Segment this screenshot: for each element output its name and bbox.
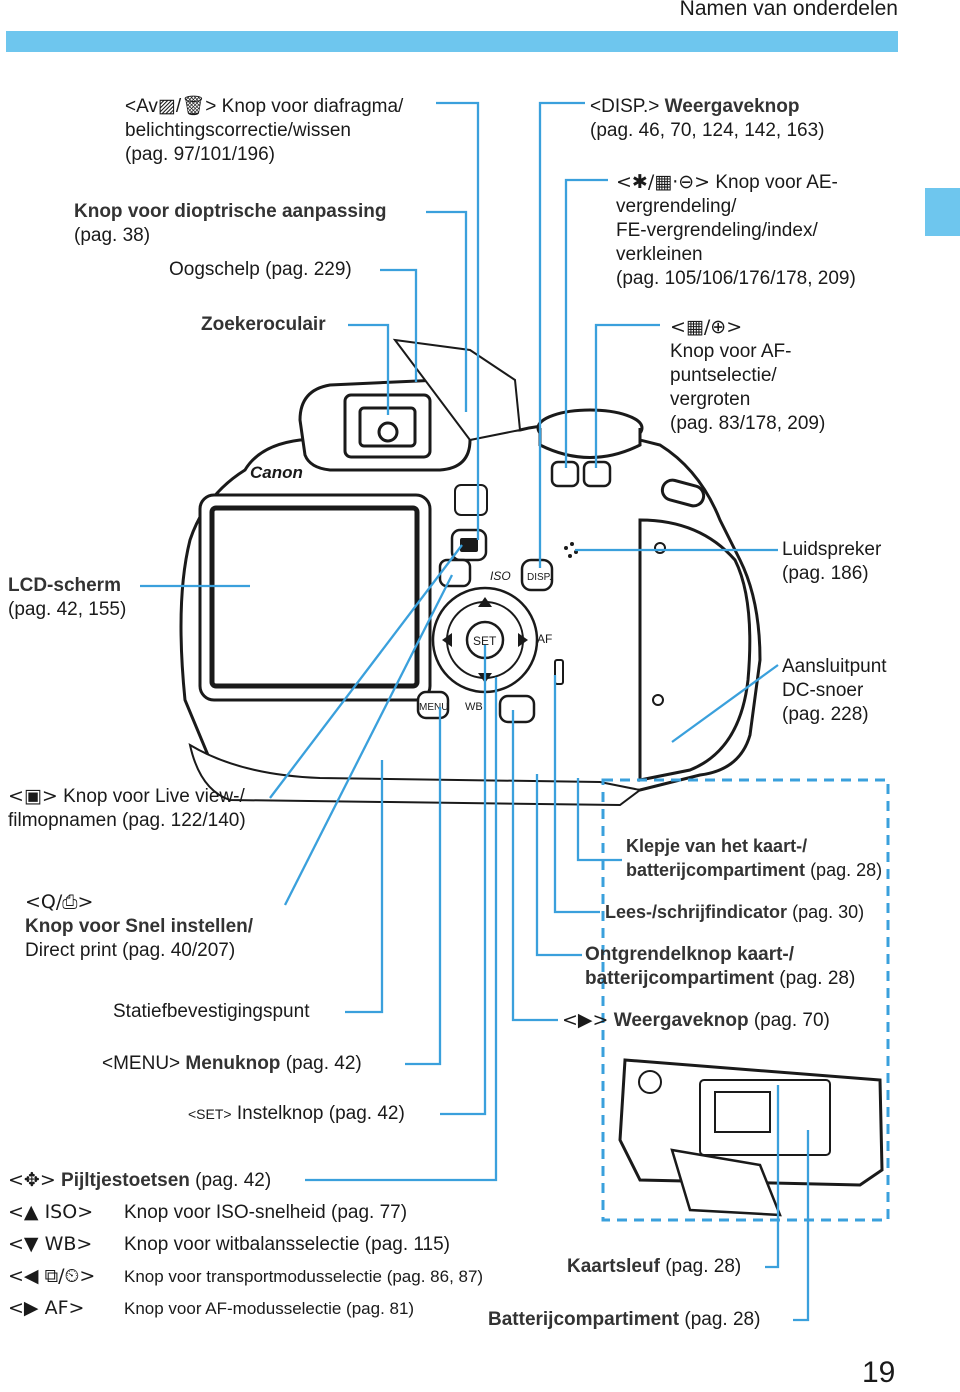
camera-btn-disp: DISP.	[527, 572, 552, 583]
camera-body	[179, 338, 762, 807]
av-exposure-icon: <Av▨/🗑>	[125, 96, 217, 117]
cross-key-row: <▼ WB>Knop voor witbalansselectie (pag. …	[8, 1233, 451, 1255]
cross-key-row: <◀ ⧉/⏲>Knop voor transportmodusselectie …	[8, 1265, 484, 1287]
label-speaker: Luidspreker (pag. 186)	[782, 539, 882, 584]
af-point-icon: <▦/⊕>	[670, 316, 743, 338]
camera-btn-set: SET	[473, 634, 497, 648]
label-live-view: <▣> Knop voor Live view-/ filmopnamen (p…	[8, 785, 246, 831]
cross-keys-icon: <✥>	[8, 1169, 56, 1191]
page-header-title: Namen van onderdelen	[679, 0, 898, 20]
menu-icon: <MENU>	[102, 1053, 181, 1074]
wb-key-icon: <▼ WB>	[8, 1233, 93, 1255]
drive-key-icon: <◀ ⧉/⏲>	[8, 1265, 96, 1287]
label-diopter: Knop voor dioptrische aanpassing (pag. 3…	[74, 201, 387, 246]
label-card-cover: Klepje van het kaart-/ batterijcompartim…	[626, 836, 883, 880]
label-playback: <▶> Weergaveknop (pag. 70)	[562, 1009, 830, 1031]
af-key-icon: <▶ AF>	[8, 1297, 85, 1319]
label-battery: Batterijcompartiment (pag. 28)	[488, 1309, 761, 1330]
label-af-point: <▦/⊕> Knop voor AF- puntselectie/ vergro…	[670, 316, 826, 434]
camera-btn-iso: ISO	[490, 569, 511, 583]
header-bar	[6, 31, 898, 52]
page-number: 19	[862, 1356, 896, 1389]
label-access-lamp: Lees-/schrijfindicator (pag. 30)	[605, 902, 865, 922]
leader-lines	[140, 101, 810, 1322]
playback-icon: <▶>	[562, 1009, 609, 1031]
label-card-release: Ontgrendelknop kaart-/ batterijcompartim…	[585, 944, 856, 989]
battery-compartment-drawing	[618, 1058, 884, 1217]
cross-key-row: <▲ ISO>Knop voor ISO-snelheid (pag. 77)	[8, 1201, 408, 1223]
label-set: <SET> Instelknop (pag. 42)	[188, 1103, 405, 1124]
camera-btn-af: AF	[537, 632, 552, 646]
label-eyepiece: Zoekeroculair	[201, 314, 326, 335]
label-ae-lock: <✱/▦·⊖> Knop voor AE- vergrendeling/ FE-…	[616, 171, 856, 289]
ae-lock-icon: <✱/▦·⊖>	[616, 171, 711, 193]
label-disp-button: <DISP.> Weergaveknop (pag. 46, 70, 124, …	[590, 96, 825, 141]
label-card-slot: Kaartsleuf (pag. 28)	[567, 1256, 742, 1277]
label-tripod: Statiefbevestigingspunt	[113, 1001, 310, 1022]
quick-control-icon: <Q/⎙>	[25, 891, 94, 913]
set-icon: <SET>	[188, 1106, 232, 1122]
label-menu: <MENU> Menuknop (pag. 42)	[102, 1053, 362, 1074]
label-av-button: <Av▨/🗑> Knop voor diafragma/ belichtings…	[125, 96, 404, 165]
chapter-tab	[925, 188, 960, 236]
label-eyecup: Oogschelp (pag. 229)	[169, 259, 352, 280]
camera-btn-menu: MENU	[419, 702, 448, 713]
camera-brand: Canon	[250, 463, 303, 482]
inset-frame	[601, 778, 890, 1222]
label-dc-terminal: Aansluitpunt DC-snoer (pag. 228)	[782, 656, 887, 725]
camera-markings: Canon ISO DISP. AF WB MENU SET	[250, 463, 578, 713]
cross-key-row: <▶ AF>Knop voor AF-modusselectie (pag. 8…	[8, 1297, 415, 1319]
label-lcd: LCD-scherm (pag. 42, 155)	[8, 575, 127, 620]
label-quick-control: <Q/⎙> Knop voor Snel instellen/ Direct p…	[25, 891, 254, 961]
iso-key-icon: <▲ ISO>	[8, 1201, 94, 1223]
cross-keys-header: <✥> Pijltjestoetsen (pag. 42)	[8, 1169, 272, 1191]
disp-icon: <DISP.>	[590, 96, 660, 117]
camera-btn-wb: WB	[465, 701, 483, 713]
live-view-icon: <▣>	[8, 785, 58, 807]
